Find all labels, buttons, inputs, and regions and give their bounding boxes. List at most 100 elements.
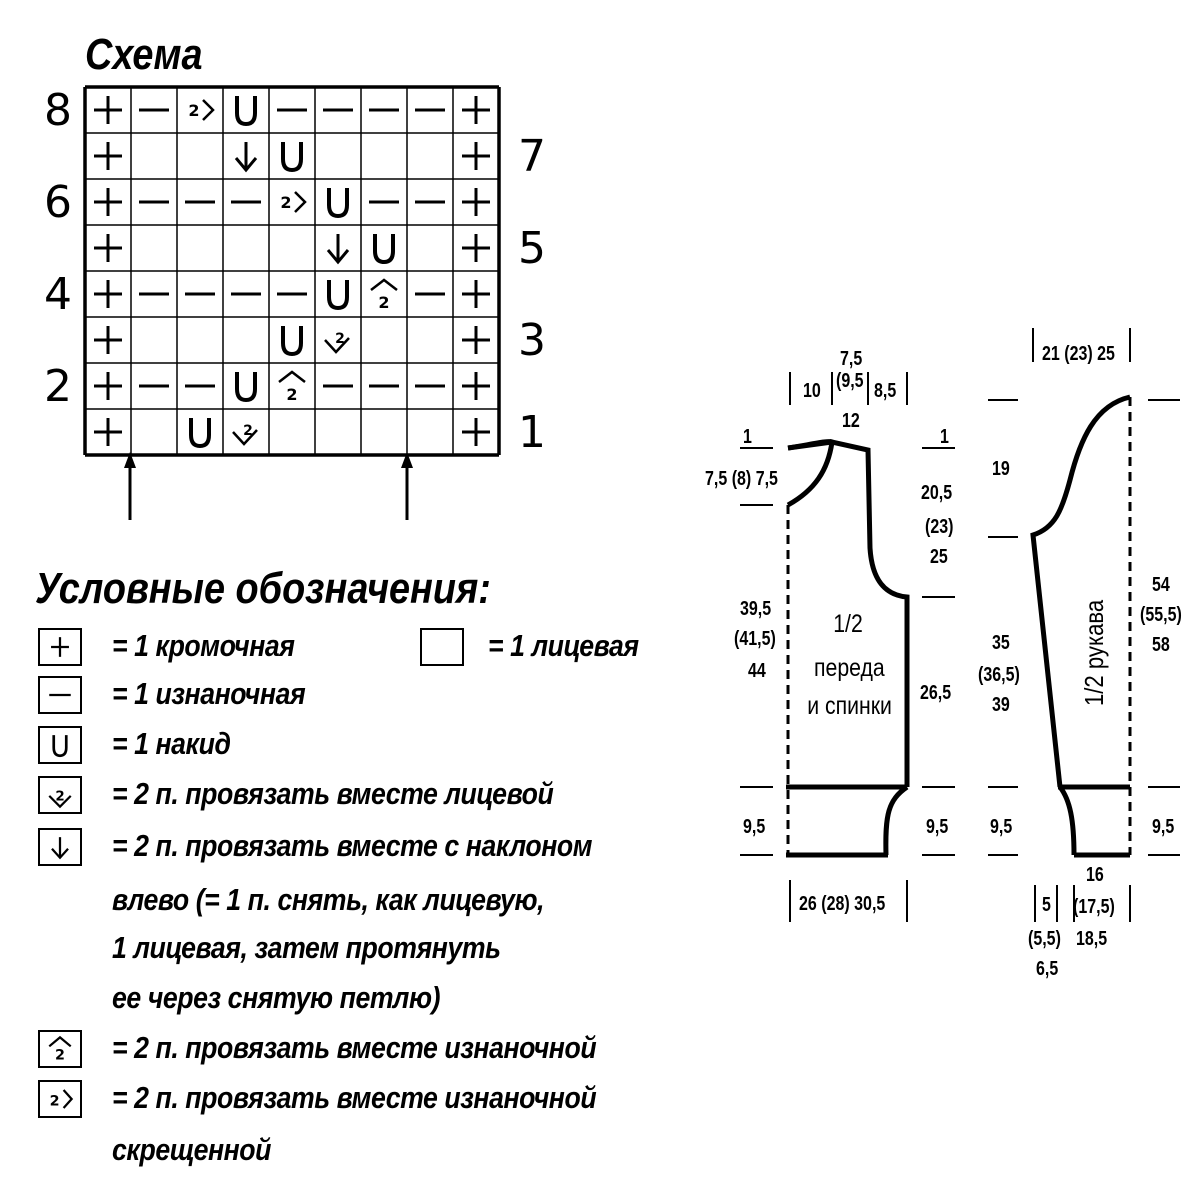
sleeve-rib-right: 9,5	[1152, 816, 1175, 838]
row-number-7: 7	[518, 131, 546, 182]
sleeve-piece-label: 1/2 рукава	[1079, 599, 1109, 706]
repeat-arrow-left	[124, 452, 136, 520]
yarn-over-icon	[235, 372, 257, 403]
legend-k2tog-text: = 2 п. провязать вместе лицевой	[112, 776, 554, 811]
row-number-4: 4	[44, 269, 72, 320]
edge-stitch-icon	[94, 142, 122, 170]
body-rib-right: 9,5	[926, 816, 949, 838]
sleeve-length-2: (36,5)	[978, 664, 1020, 686]
sleeve-total-1: 54	[1152, 574, 1170, 596]
ssk-icon	[326, 234, 350, 265]
yarn-over-icon	[235, 96, 257, 127]
body-pattern	[740, 372, 955, 922]
legend-p2tog-tbl-line-1: = 2 п. провязать вместе изнаночной	[112, 1080, 597, 1115]
sleeve-cuff-2: (5,5)	[1028, 928, 1061, 950]
body-top-right-dim: 8,5	[874, 380, 897, 402]
legend-purl-text: = 1 изнаночная	[112, 676, 306, 711]
svg-text:2: 2	[55, 1048, 65, 1064]
edge-stitch-icon	[94, 280, 122, 308]
body-armhole-2: (23)	[925, 516, 954, 538]
legend-ssk-line-3: 1 лицевая, затем протянуть	[112, 930, 501, 965]
legend-p2tog-tbl-line-2: скрещенной	[112, 1132, 272, 1167]
body-neck-depth-right: 1	[940, 426, 949, 448]
yarn-over-icon	[38, 726, 82, 764]
legend-p2tog-text: = 2 п. провязать вместе изнаночной	[112, 1030, 597, 1065]
row-number-3: 3	[518, 315, 546, 366]
edge-stitch-icon	[94, 326, 122, 354]
svg-text:2: 2	[335, 331, 345, 347]
sleeve-bottom-2: (17,5)	[1073, 896, 1115, 918]
body-neck-top-2: (9,5	[836, 370, 864, 392]
p2tog-tbl-icon: 2	[38, 1080, 82, 1118]
edge-stitch-icon	[462, 280, 490, 308]
svg-text:2: 2	[55, 789, 64, 804]
k2tog-icon: 2	[324, 331, 350, 354]
purl-stitch-icon	[38, 676, 82, 714]
row-number-8: 8	[44, 85, 72, 136]
ssk-icon	[38, 828, 82, 866]
edge-stitch-icon	[94, 372, 122, 400]
sleeve-cuff-3: 6,5	[1036, 958, 1059, 980]
edge-stitch-icon	[462, 418, 490, 446]
row-number-1: 1	[518, 407, 546, 458]
body-top-left-dim: 10	[803, 380, 821, 402]
p2tog-tbl-icon: 2	[280, 191, 307, 213]
body-neck-depth-left: 1	[743, 426, 752, 448]
edge-stitch-icon	[94, 234, 122, 262]
sleeve-length-3: 39	[992, 694, 1010, 716]
edge-stitch-icon	[462, 234, 490, 262]
body-neck-top-3: 12	[842, 410, 860, 432]
legend-ssk-line-2: влево (= 1 п. снять, как лицевую,	[112, 882, 545, 917]
sleeve-total-2: (55,5)	[1140, 604, 1182, 626]
edge-stitch-icon	[38, 628, 82, 666]
body-piece-label-2: переда	[814, 654, 885, 682]
yarn-over-icon	[327, 188, 349, 219]
legend-edge-text: = 1 кромочная	[112, 628, 295, 663]
svg-text:2: 2	[286, 385, 297, 404]
yarn-over-icon	[373, 234, 395, 265]
scheme-title: Схема	[85, 30, 203, 79]
yarn-over-icon	[281, 326, 303, 357]
edge-stitch-icon	[462, 326, 490, 354]
body-piece-label-3: и спинки	[807, 692, 892, 720]
yarn-over-icon	[327, 280, 349, 311]
legend-ssk-line-4: ее через снятую петлю)	[112, 980, 441, 1015]
svg-text:2: 2	[50, 1093, 60, 1109]
svg-text:2: 2	[243, 423, 253, 439]
body-armhole-3: 25	[930, 546, 948, 568]
repeat-arrow-right	[401, 452, 413, 520]
body-length-2: (41,5)	[734, 628, 776, 650]
p2tog-icon: 2	[370, 278, 398, 312]
edge-stitch-icon	[462, 96, 490, 124]
body-side-dim: 26,5	[920, 682, 952, 704]
ssk-icon	[234, 142, 258, 173]
edge-stitch-icon	[94, 418, 122, 446]
legend-title: Условные обозначения:	[35, 564, 491, 613]
body-shoulder-dim: 7,5 (8) 7,5	[705, 468, 778, 490]
sleeve-length-1: 35	[992, 632, 1010, 654]
body-neck-top-1: 7,5	[840, 348, 863, 370]
p2tog-icon: 2	[278, 370, 306, 404]
row-number-2: 2	[44, 361, 72, 412]
sleeve-bottom-1: 16	[1086, 864, 1104, 886]
sleeve-cap-height-dim: 19	[992, 458, 1010, 480]
k2tog-icon: 2	[232, 423, 258, 446]
yarn-over-icon	[281, 142, 303, 173]
knit-stitch-icon	[420, 628, 464, 666]
row-number-5: 5	[518, 223, 546, 274]
body-rib-left: 9,5	[743, 816, 766, 838]
svg-text:2: 2	[188, 101, 199, 120]
edge-stitch-icon	[94, 96, 122, 124]
edge-stitch-icon	[94, 188, 122, 216]
body-length-1: 39,5	[740, 598, 772, 620]
body-width-dim: 26 (28) 30,5	[799, 893, 886, 915]
sleeve-pattern	[988, 328, 1180, 922]
sleeve-total-3: 58	[1152, 634, 1170, 656]
body-piece-label-1: 1/2	[833, 610, 863, 638]
yarn-over-icon	[189, 418, 211, 449]
edge-stitch-icon	[462, 188, 490, 216]
legend-knit-text: = 1 лицевая	[488, 628, 639, 663]
sleeve-top-width-dim: 21 (23) 25	[1042, 343, 1115, 365]
legend-ssk-line-1: = 2 п. провязать вместе с наклоном	[112, 828, 593, 863]
